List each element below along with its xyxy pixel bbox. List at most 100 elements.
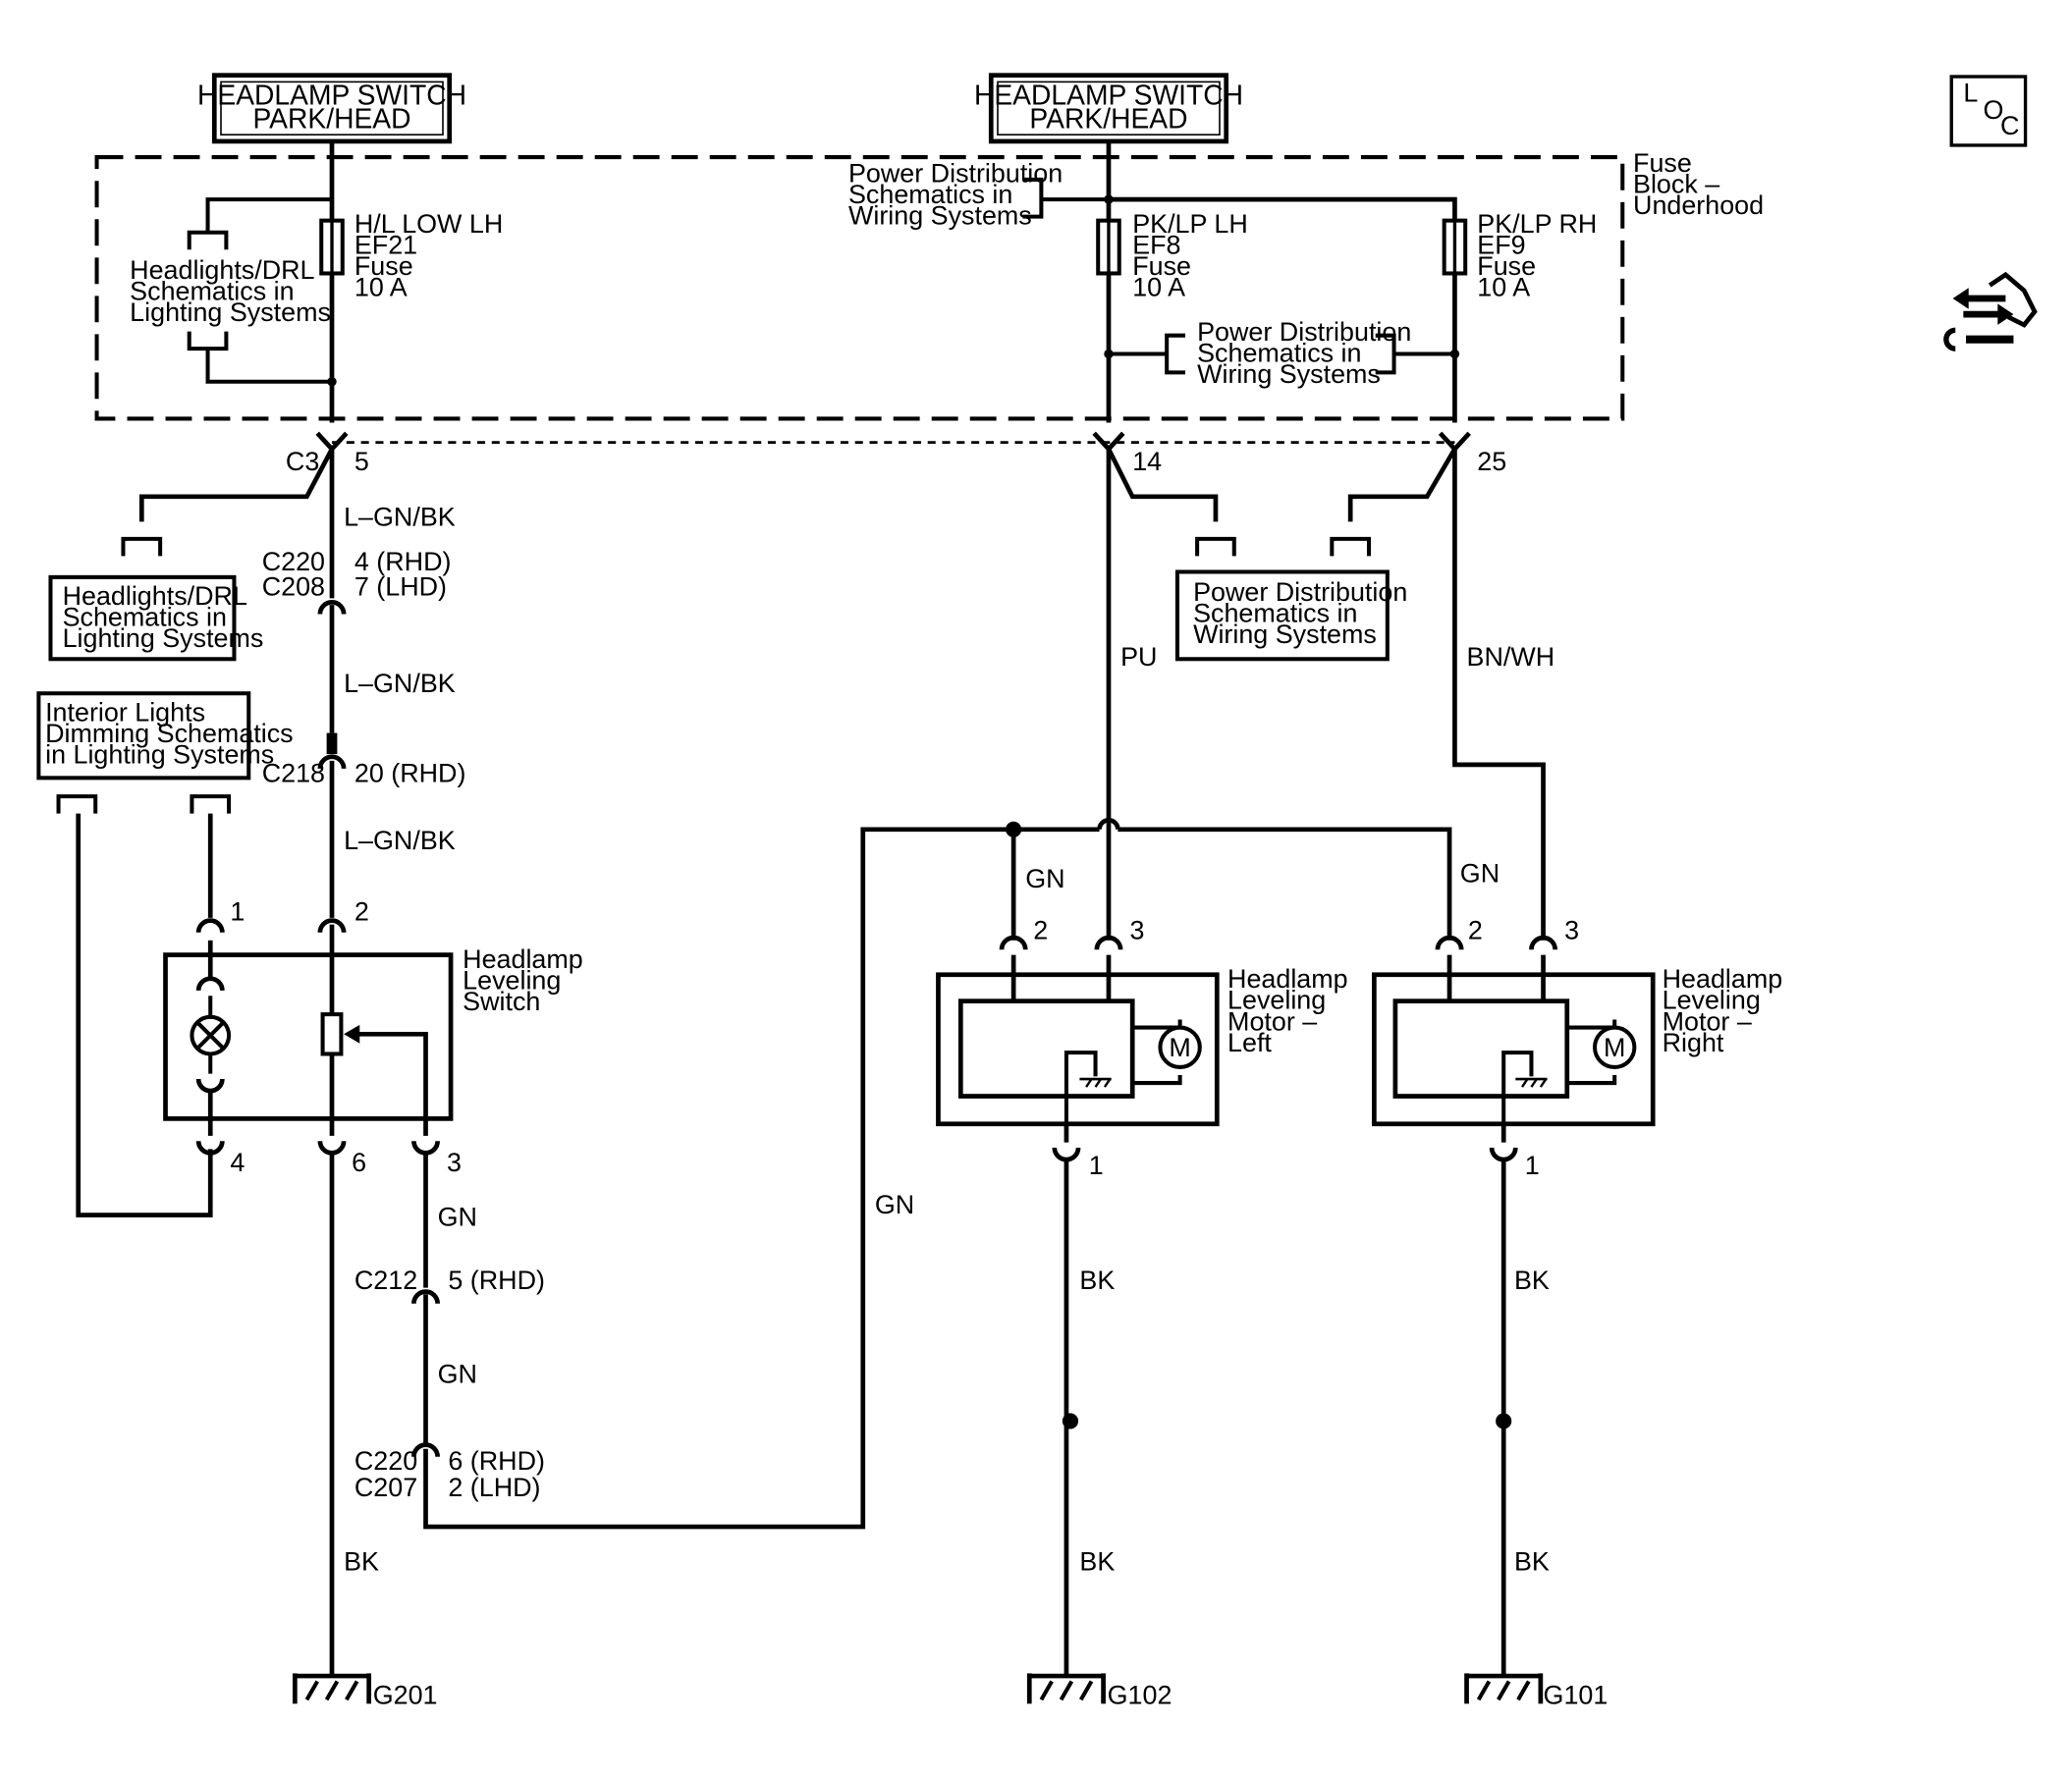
switch-pin-3: 3 bbox=[447, 1148, 462, 1177]
motor-right-title-line-1: Headlamp bbox=[1663, 964, 1783, 994]
wire-label-lgnbk-3: L–GN/BK bbox=[344, 826, 456, 855]
header-headlamp-switch-right: HEADLAMP SWITCH PARK/HEAD bbox=[974, 73, 1243, 144]
wire-label-bk-switch: BK bbox=[344, 1546, 379, 1576]
fuse-block-label: Fuse Block – Underhood bbox=[1633, 148, 1764, 220]
headlamp-leveling-switch: 1 2 Headlamp Leveling Switch 4 bbox=[163, 897, 583, 1177]
ref-headlights-drl-top: Headlights/DRL Schematics in Lighting Sy… bbox=[130, 255, 331, 327]
connector-c207: C207 bbox=[354, 1473, 417, 1502]
motor-right-symbol: M bbox=[1604, 1033, 1625, 1062]
switch-pin-6: 6 bbox=[352, 1148, 366, 1177]
connector-c220-a: C220 bbox=[262, 547, 325, 576]
fuse-right-line-1: PK/LP RH bbox=[1477, 209, 1597, 239]
header-right-line-1: HEADLAMP SWITCH bbox=[974, 79, 1243, 110]
wire-label-bk-left-2: BK bbox=[1079, 1546, 1115, 1576]
ref-interior-lights-box-line-3: in Lighting Systems bbox=[45, 740, 274, 770]
ref-interior-lights-box-line-1: Interior Lights bbox=[45, 697, 205, 727]
switch-pin-4: 4 bbox=[230, 1148, 245, 1177]
ref-power-distribution-box-line-2: Schematics in bbox=[1193, 599, 1357, 628]
fuse-left-line-3: Fuse bbox=[354, 251, 413, 281]
wire-label-pu: PU bbox=[1120, 642, 1157, 672]
ref-headlights-drl-box-line-3: Lighting Systems bbox=[63, 623, 264, 653]
fuse-pk-lp-rh bbox=[1442, 218, 1468, 276]
connector-c212-pin: 5 (RHD) bbox=[448, 1266, 545, 1295]
motor-left-m-icon: M bbox=[1158, 1025, 1202, 1069]
motor-left-title-line-3: Motor – bbox=[1227, 1006, 1317, 1036]
headlamp-leveling-motor-right: 2 3 M Headlamp Leveling Motor – Right 1 bbox=[1372, 915, 1783, 1180]
connector-c3-pin-14: 14 bbox=[1132, 447, 1162, 476]
motor-right-title-line-2: Leveling bbox=[1663, 986, 1761, 1015]
ground-g201: G201 bbox=[373, 1680, 438, 1709]
ground-g101: G101 bbox=[1544, 1680, 1609, 1709]
loc-icon-letter-c: C bbox=[2000, 111, 2019, 140]
motor-right-title-line-3: Motor – bbox=[1663, 1006, 1752, 1036]
motor-right-pin-3: 3 bbox=[1564, 915, 1579, 944]
motor-right-pin-2: 2 bbox=[1468, 915, 1483, 944]
wire-label-bnwh: BN/WH bbox=[1467, 642, 1555, 672]
motor-left-pin-2: 2 bbox=[1033, 915, 1048, 944]
header-right-line-2: PARK/HEAD bbox=[1029, 102, 1187, 134]
fuse-mid-label: PK/LP LH EF8 Fuse 10 A bbox=[1132, 209, 1248, 302]
wire-label-bk-left-1: BK bbox=[1079, 1266, 1115, 1295]
switch-pin-2: 2 bbox=[354, 897, 369, 927]
ref-power-distribution-mid-line-2: Schematics in bbox=[1197, 339, 1361, 368]
wire-label-lgnbk-1: L–GN/BK bbox=[344, 502, 456, 531]
header-left-line-2: PARK/HEAD bbox=[252, 102, 410, 134]
connector-c218-pin: 20 (RHD) bbox=[354, 758, 466, 787]
connector-c3-pin-5: 5 bbox=[354, 447, 369, 476]
ref-power-distribution-mid-line-1: Power Distribution bbox=[1197, 317, 1411, 347]
motor-right-title-line-4: Right bbox=[1663, 1028, 1724, 1057]
connector-c208-pin: 7 (LHD) bbox=[354, 572, 447, 602]
motor-left-pin-3: 3 bbox=[1130, 915, 1145, 944]
loc-icon: L O C bbox=[1949, 75, 2028, 147]
navigation-wrench-icon bbox=[1943, 271, 2038, 351]
switch-title-line-3: Switch bbox=[463, 987, 540, 1016]
wire-label-bk-right-1: BK bbox=[1514, 1266, 1550, 1295]
fuse-left-line-4: 10 A bbox=[354, 272, 408, 301]
wire-label-gn-left-motor: GN bbox=[1025, 864, 1064, 893]
wire-label-lgnbk-2: L–GN/BK bbox=[344, 669, 456, 698]
fuse-left-label: H/L LOW LH EF21 Fuse 10 A bbox=[354, 209, 503, 302]
fuse-right-line-4: 10 A bbox=[1477, 272, 1530, 301]
ref-headlights-drl-box-line-2: Schematics in bbox=[63, 603, 227, 632]
connector-c220-a-pin: 4 (RHD) bbox=[354, 547, 452, 576]
motor-left-chassis-ground-icon bbox=[1063, 1051, 1112, 1124]
fuse-mid-line-3: Fuse bbox=[1132, 251, 1191, 281]
header-left-line-1: HEADLAMP SWITCH bbox=[197, 79, 466, 110]
fuse-pk-lp-lh bbox=[1096, 218, 1121, 276]
ref-power-distribution-box-line-3: Wiring Systems bbox=[1193, 620, 1377, 649]
motor-right-chassis-ground-icon bbox=[1501, 1051, 1548, 1124]
connector-c208: C208 bbox=[262, 572, 325, 602]
connector-c207-pin: 2 (LHD) bbox=[448, 1473, 540, 1502]
fuse-right-label: PK/LP RH EF9 Fuse 10 A bbox=[1477, 209, 1597, 302]
loc-icon-letter-l: L bbox=[1963, 79, 1978, 108]
connector-c212: C212 bbox=[354, 1266, 417, 1295]
ref-headlights-drl-box-line-1: Headlights/DRL bbox=[63, 581, 247, 611]
motor-left-title-line-1: Headlamp bbox=[1227, 964, 1348, 994]
connector-c3-pin-25: 25 bbox=[1477, 447, 1506, 476]
motor-right-m-icon: M bbox=[1593, 1025, 1637, 1069]
ref-power-distribution-top-line-2: Schematics in bbox=[848, 180, 1012, 209]
fuse-mid-line-2: EF8 bbox=[1132, 230, 1180, 259]
ref-power-distribution-box: Power Distribution Schematics in Wiring … bbox=[1174, 569, 1407, 662]
ref-headlights-drl-box: Headlights/DRL Schematics in Lighting Sy… bbox=[48, 574, 264, 662]
wire-label-bk-right-2: BK bbox=[1514, 1546, 1550, 1576]
fuse-right-line-3: Fuse bbox=[1477, 251, 1536, 281]
ref-headlights-drl-top-line-2: Schematics in bbox=[130, 276, 294, 305]
ground-g102-icon bbox=[1029, 1673, 1103, 1703]
motor-left-symbol: M bbox=[1169, 1033, 1190, 1062]
ground-g101-icon bbox=[1467, 1673, 1541, 1703]
ground-g102: G102 bbox=[1108, 1680, 1172, 1709]
switch-pin-1: 1 bbox=[230, 897, 245, 927]
wire-label-gn-long: GN bbox=[875, 1190, 914, 1219]
ref-power-distribution-top-line-3: Wiring Systems bbox=[848, 201, 1032, 231]
fuse-h-l-low-lh bbox=[319, 218, 345, 276]
fuse-right-line-2: EF9 bbox=[1477, 230, 1525, 259]
ref-power-distribution-mid-line-3: Wiring Systems bbox=[1197, 359, 1381, 389]
headlamp-leveling-motor-left: 2 3 M Headlamp Leveling Motor – Left 1 bbox=[936, 915, 1348, 1180]
fuse-block-label-line-1: Fuse bbox=[1633, 148, 1692, 178]
fuse-block-label-line-3: Underhood bbox=[1633, 190, 1764, 220]
switch-title-line-2: Leveling bbox=[463, 966, 561, 996]
connector-c218: C218 bbox=[262, 758, 325, 787]
connector-c220-b: C220 bbox=[354, 1446, 417, 1476]
fuse-block-label-line-2: Block – bbox=[1633, 169, 1719, 198]
